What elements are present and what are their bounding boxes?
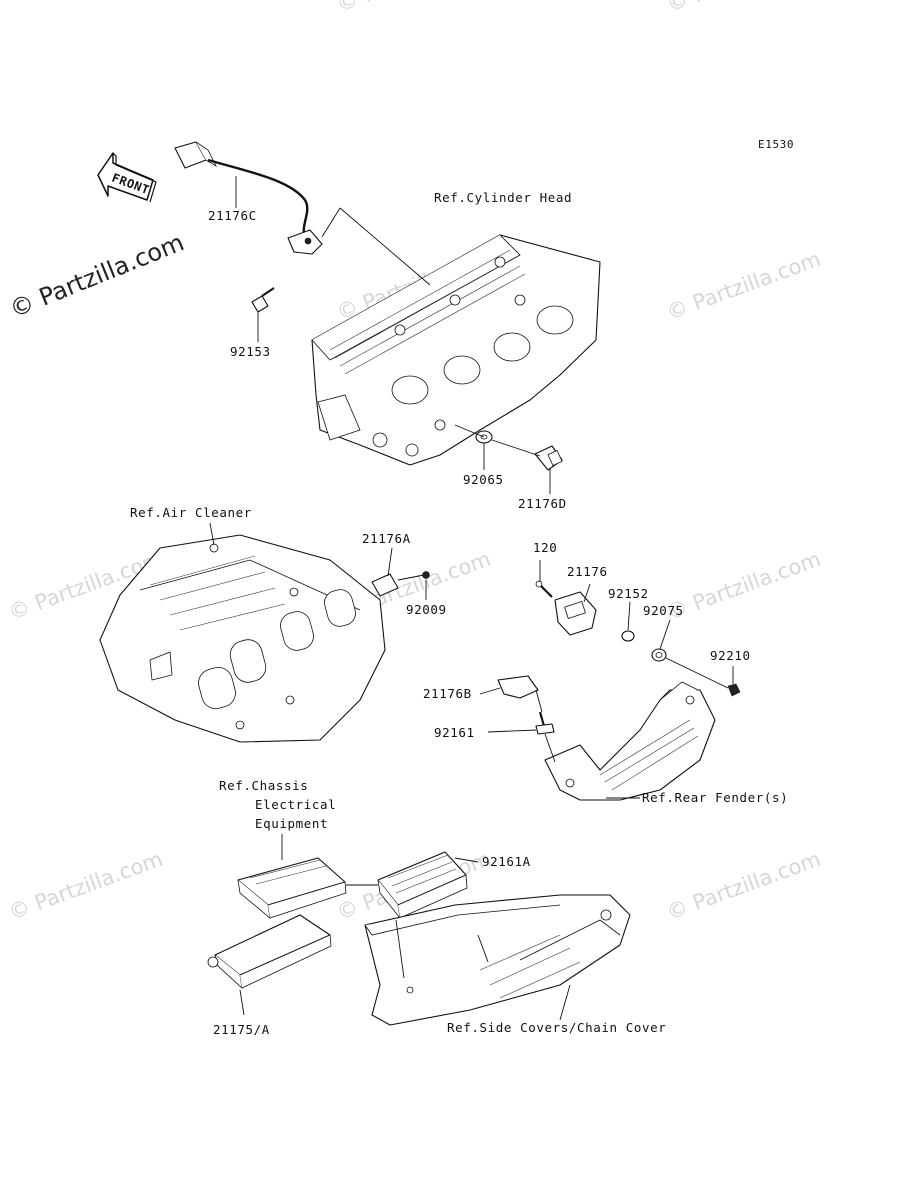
- front-arrow-icon: FRONT: [97, 152, 157, 203]
- callout-21176b: 21176B: [423, 686, 472, 701]
- watermark: © Partzilla.com: [664, 847, 824, 925]
- callout-ref-rear-fender: Ref.Rear Fender(s): [642, 790, 788, 805]
- cylinder-head: [311, 234, 601, 466]
- side-cover: [364, 894, 631, 1026]
- diagram-code: E1530: [758, 138, 794, 151]
- bolt-92153: [251, 287, 275, 313]
- sensor-21176b: [497, 675, 539, 699]
- watermark: © Partzilla.com: [334, 0, 494, 17]
- callout-ref-air-cleaner: Ref.Air Cleaner: [130, 505, 252, 520]
- callout-21176a: 21176A: [362, 531, 411, 546]
- callout-92153: 92153: [230, 344, 271, 359]
- watermark: © Partzilla.com: [664, 247, 824, 325]
- callout-92009: 92009: [406, 602, 447, 617]
- ecu-21175a: [207, 914, 332, 990]
- sensor-21176a: [289, 573, 399, 597]
- sensor-21176d: [534, 445, 563, 471]
- callout-ref-chassis-line1: Ref.Chassis: [219, 778, 308, 793]
- sensor-21176: [554, 591, 597, 636]
- callout-21176: 21176: [567, 564, 608, 579]
- callout-ref-chassis-line2: Electrical: [255, 797, 336, 812]
- callout-92065: 92065: [463, 472, 504, 487]
- callout-92161: 92161: [434, 725, 475, 740]
- collar-92152: [621, 630, 635, 642]
- bolt-92161: [535, 711, 555, 735]
- ecu-upper-left: [237, 857, 347, 919]
- watermark-main: © Partzilla.com: [6, 228, 188, 323]
- callout-ref-cylinder-head: Ref.Cylinder Head: [434, 190, 572, 205]
- sensor-21176c: [174, 141, 323, 255]
- callout-21175a: 21175/A: [213, 1022, 270, 1037]
- callout-92075: 92075: [643, 603, 684, 618]
- grommet-92075: [651, 648, 667, 662]
- callout-92161a: 92161A: [482, 854, 531, 869]
- rear-fender: [544, 681, 716, 801]
- callout-92210: 92210: [710, 648, 751, 663]
- callout-ref-chassis-line3: Equipment: [255, 816, 328, 831]
- watermark: © Partzilla.com: [6, 847, 166, 925]
- watermark: © Partzilla.com: [664, 0, 824, 17]
- ecu-92161a: [377, 851, 468, 920]
- air-cleaner: [99, 534, 386, 743]
- callout-ref-side-covers: Ref.Side Covers/Chain Cover: [447, 1020, 666, 1035]
- leader-lines: [209, 176, 734, 1021]
- callout-21176c: 21176C: [208, 208, 257, 223]
- callout-21176d: 21176D: [518, 496, 567, 511]
- callout-92152: 92152: [608, 586, 649, 601]
- nut-92210: [727, 683, 741, 697]
- watermark: © Partzilla.com: [664, 547, 824, 625]
- bolt-120: [535, 580, 553, 598]
- callouts: 21176C Ref.Cylinder Head 92153 92065 211…: [130, 190, 788, 1037]
- callout-120: 120: [533, 540, 557, 555]
